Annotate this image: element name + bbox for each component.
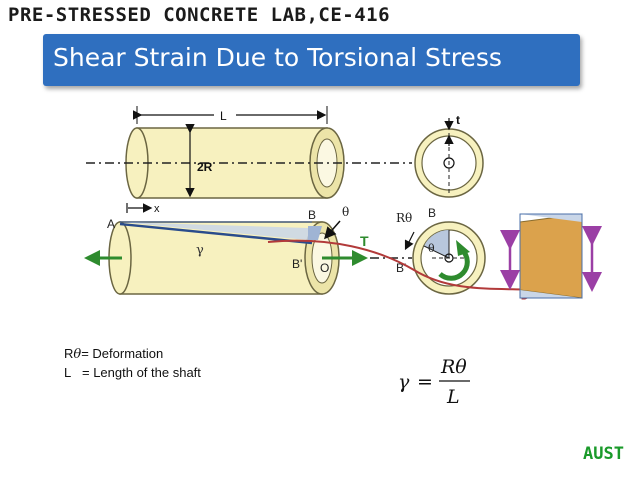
length-dimension — [132, 106, 328, 124]
shear-strain-formula: γ = Rθ L — [398, 356, 470, 408]
title-bar: Shear Strain Due to Torsional Stress — [43, 34, 580, 86]
label-o: O — [320, 261, 329, 275]
lower-cylinder — [108, 221, 340, 295]
shear-strain-line — [119, 222, 313, 245]
sheared-element — [519, 213, 583, 299]
aust-brand: AUST — [583, 444, 624, 464]
legend-deformation-text: = Deformation — [81, 346, 164, 361]
formula-lhs: γ — [398, 371, 410, 393]
legend-l: L — [64, 365, 72, 380]
label-torque-t: T — [360, 233, 369, 249]
legend-theta: θ — [73, 347, 82, 362]
label-a: A — [107, 217, 115, 231]
formula-numerator: Rθ — [440, 356, 467, 378]
label-theta: θ — [342, 205, 349, 219]
formula-denominator: L — [446, 386, 460, 408]
label-b-prime-right: B' — [396, 261, 406, 275]
label-thickness-t: t — [456, 113, 460, 127]
upper-cylinder — [125, 127, 345, 199]
label-gamma: γ — [196, 243, 204, 258]
legend: Rθ= Deformation L = Length of the shaft — [64, 345, 201, 382]
label-b: B — [308, 208, 316, 222]
r-theta-pointer — [404, 231, 415, 251]
label-r-theta: Rθ — [396, 211, 412, 225]
rotation-arrow-icon — [438, 248, 470, 281]
formula-equals: = — [417, 371, 433, 393]
legend-length-text: = Length of the shaft — [82, 365, 201, 380]
legend-length: L = Length of the shaft — [64, 364, 201, 382]
lab-header: PRE-STRESSED CONCRETE LAB,CE-416 — [8, 4, 391, 26]
label-x: x — [154, 203, 160, 215]
slide-title: Shear Strain Due to Torsional Stress — [53, 43, 502, 72]
rotation-arrowhead-icon — [456, 240, 470, 256]
rotated-cross-section — [412, 221, 486, 295]
label-l: L — [220, 109, 227, 123]
theta-pointer — [324, 220, 341, 240]
deformation-curve — [267, 239, 538, 290]
tube-cross-section — [414, 118, 484, 198]
label-b-prime: B' — [292, 257, 302, 271]
legend-deformation: Rθ= Deformation — [64, 345, 201, 364]
label-theta-right: θ — [428, 242, 435, 255]
label-b-right: B — [428, 206, 436, 220]
legend-r: R — [64, 346, 74, 361]
label-2r: 2R — [197, 160, 213, 174]
